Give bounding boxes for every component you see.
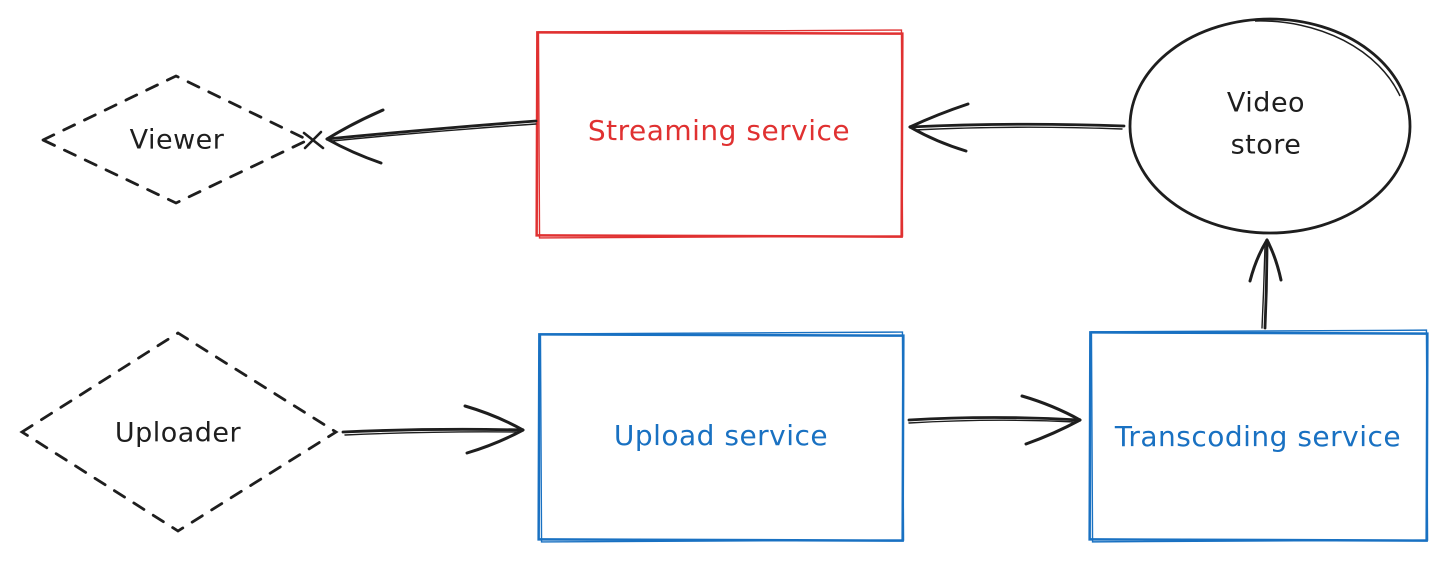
arrow-transcoding-to-video-store (1248, 238, 1283, 330)
arrow-shaft (341, 427, 525, 434)
arrow-shaft-sketch (908, 419, 1077, 424)
uploader-diamond-outline (19, 331, 339, 533)
video-store-label-line2: store (1231, 130, 1302, 161)
viewer-label: Viewer (130, 125, 225, 156)
arrow-video-store-to-streaming (908, 102, 1126, 153)
viewer-diamond-outline (39, 74, 312, 205)
node-streaming-service: Streaming service (535, 29, 904, 239)
arrow-upload-to-transcoding (907, 394, 1082, 446)
arrow-uploader-to-upload (341, 404, 525, 455)
node-viewer: Viewer (39, 74, 312, 205)
upload-box-outline-sketch (539, 331, 905, 543)
transcoding-service-label: Transcoding service (1114, 420, 1401, 453)
streaming-box-outline-sketch (537, 29, 904, 239)
arrow-shaft (907, 416, 1082, 422)
node-transcoding-service: Transcoding service (1088, 329, 1429, 543)
video-store-ellipse-sketch (1254, 20, 1401, 97)
node-video-store: Video store (1128, 17, 1412, 235)
arrow-streaming-to-viewer (302, 108, 538, 165)
streaming-service-label: Streaming service (588, 114, 850, 147)
upload-service-label: Upload service (614, 419, 828, 452)
node-uploader: Uploader (19, 331, 339, 533)
arrowhead-right-icon (1020, 394, 1082, 446)
arrow-shaft (325, 119, 538, 141)
arrowhead-left-icon (325, 108, 385, 165)
arrow-shaft-sketch (913, 126, 1123, 131)
arrow-shaft (1263, 238, 1269, 330)
video-store-ellipse-outline (1128, 17, 1412, 235)
arrowhead-left-icon (908, 102, 970, 153)
arrowhead-right-icon (463, 404, 525, 455)
arrow-shaft (908, 122, 1126, 129)
node-upload-service: Upload service (537, 331, 905, 543)
arrowhead-up-icon (1248, 238, 1283, 283)
transcoding-box-outline-sketch (1090, 329, 1429, 543)
video-store-label-line1: Video (1227, 88, 1305, 119)
uploader-label: Uploader (115, 418, 242, 449)
arrow-shaft-sketch (344, 431, 520, 436)
arrow-shaft-sketch (1261, 243, 1266, 329)
arrow-endpoint-cross-icon (302, 130, 325, 150)
arrow-shaft-sketch (331, 123, 537, 142)
